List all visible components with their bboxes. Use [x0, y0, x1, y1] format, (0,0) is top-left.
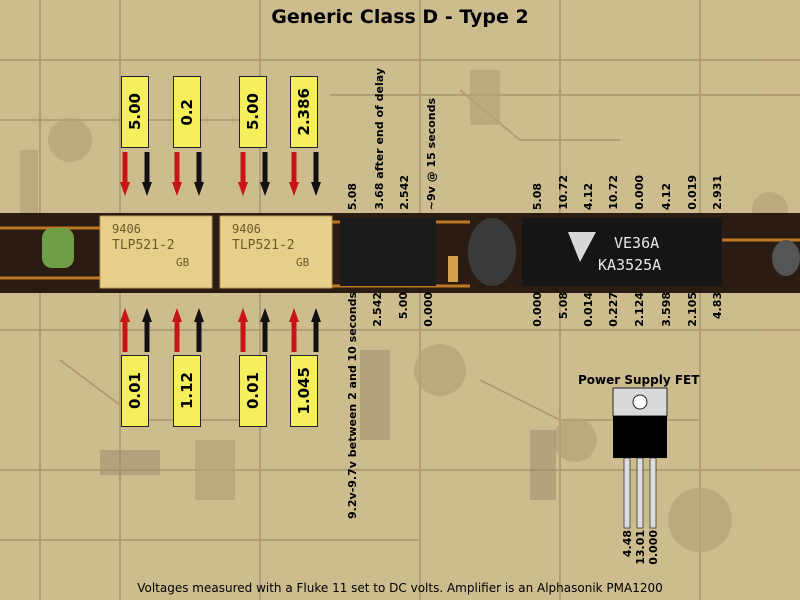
- probe-bottom-black-lead-1-tip: [142, 308, 152, 322]
- ic16-marking-line1: VE36A: [614, 234, 660, 252]
- probe-top-red-lead-1-tip: [120, 182, 130, 196]
- ic16-bottom-pin-4: 0.227: [607, 292, 620, 327]
- ic8-top-pin-1: 5.08: [346, 182, 359, 210]
- probe-top-red-lead-2-tip: [172, 182, 182, 196]
- ic8-bottom-pin-2: 2.542: [371, 292, 384, 327]
- ic16-top-pin-3: 4.12: [582, 182, 595, 210]
- probe-reading-top-3: 5.00: [239, 76, 267, 148]
- ic16-top-pin-4: 10.72: [607, 175, 620, 210]
- ic16-bottom-pin-1: 0.000: [531, 292, 544, 327]
- probe-top-black-lead-4-tip: [311, 182, 321, 196]
- ic16-marking-line2: KA3525A: [598, 256, 662, 274]
- ic16-bottom-pin-7: 2.105: [686, 292, 699, 327]
- ic16-top-pin-5: 0.000: [633, 175, 646, 210]
- ic8-bottom-pin-4: 0.000: [422, 292, 435, 327]
- probe-reading-bottom-1: 0.01: [121, 355, 149, 427]
- probe-bottom-black-lead-2-tip: [194, 308, 204, 322]
- probe-bottom-red-lead-3-tip: [238, 308, 248, 322]
- ic8-bottom-pin-3: 5.00: [397, 292, 410, 320]
- probe-reading-bottom-2: 1.12: [173, 355, 201, 427]
- probe-reading-top-4: 2.386: [290, 76, 318, 148]
- ic16-top-pin-8: 2.931: [711, 175, 724, 210]
- fet-title: Power Supply FET: [578, 373, 700, 387]
- ic16-top-pin-1: 5.08: [531, 182, 544, 210]
- opto2-marking-bot: GB: [296, 256, 310, 269]
- fet-pin-1: 4.48: [621, 530, 634, 558]
- probe-bottom-black-lead-4-tip: [311, 308, 321, 322]
- opto2-marking-mid: TLP521-2: [232, 238, 295, 253]
- opto1-marking-mid: TLP521-2: [112, 238, 175, 253]
- probe-reading-top-2: 0.2: [173, 76, 201, 148]
- fet-pin-3: 0.000: [647, 530, 660, 565]
- probe-reading-bottom-4: 1.045: [290, 355, 318, 427]
- probe-top-black-lead-3-tip: [260, 182, 270, 196]
- ic8-top-pin-2: 3.68 after end of delay: [373, 68, 386, 210]
- caption: Voltages measured with a Fluke 11 set to…: [137, 581, 663, 595]
- ic8-top-pin-4: ~9v @ 15 seconds: [425, 97, 438, 210]
- probe-top-black-lead-2-tip: [194, 182, 204, 196]
- ic16-top-pin-6: 4.12: [660, 182, 673, 210]
- probe-bottom-black-lead-3-tip: [260, 308, 270, 322]
- probe-top-black-lead-1-tip: [142, 182, 152, 196]
- ic8-bottom-pin-1: 9.2v-9.7v between 2 and 10 seconds: [346, 292, 359, 519]
- opto1-marking-bot: GB: [176, 256, 190, 269]
- probe-reading-top-1: 5.00: [121, 76, 149, 148]
- opto2-marking-top: 9406: [232, 222, 261, 236]
- probe-top-red-lead-4-tip: [289, 182, 299, 196]
- ic16-bottom-pin-3: 0.014: [582, 292, 595, 327]
- opto1-marking-top: 9406: [112, 222, 141, 236]
- ic16-bottom-pin-8: 4.83: [711, 292, 724, 320]
- page-title: Generic Class D - Type 2: [271, 6, 529, 28]
- probe-bottom-red-lead-2-tip: [172, 308, 182, 322]
- probe-bottom-red-lead-4-tip: [289, 308, 299, 322]
- ic16-bottom-pin-5: 2.124: [633, 292, 646, 327]
- probe-bottom-red-lead-1-tip: [120, 308, 130, 322]
- ic8-top-pin-3: 2.542: [398, 175, 411, 210]
- ic16-top-pin-2: 10.72: [557, 175, 570, 210]
- ic16-bottom-pin-2: 5.08: [557, 292, 570, 320]
- fet-pin-2: 13.01: [634, 530, 647, 565]
- probe-top-red-lead-3-tip: [238, 182, 248, 196]
- ic16-top-pin-7: 0.019: [686, 175, 699, 210]
- probe-reading-bottom-3: 0.01: [239, 355, 267, 427]
- ic16-bottom-pin-6: 3.598: [660, 292, 673, 327]
